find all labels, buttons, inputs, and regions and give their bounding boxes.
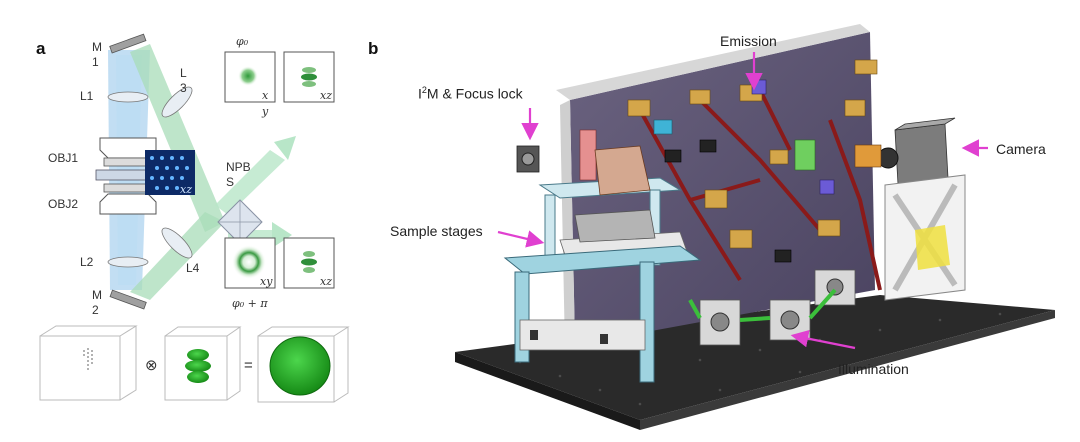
label-phase-bottom: φ₀ + π [232, 297, 268, 310]
mirror-m2 [109, 289, 147, 310]
label-inset-xy: xy [260, 275, 273, 288]
beamsplitter-cube [217, 199, 263, 245]
green-beam-upper [130, 44, 225, 232]
psf-inset-xz-bottom [283, 237, 335, 289]
camera-stand [884, 174, 966, 301]
convolution-box-3 [257, 326, 350, 403]
label-inset-xz-top: xz [320, 89, 332, 102]
output-beam-top [215, 150, 285, 215]
label-lens-l2: L2 [80, 255, 94, 269]
convolve-symbol: ⊗ [145, 357, 158, 374]
green-beam-lower [130, 212, 225, 300]
label-illumination: Illumination [838, 361, 909, 377]
arrow-sample-stages [497, 230, 545, 248]
label-inset-xz-bottom: xz [320, 275, 332, 288]
psf-inset-x [224, 51, 276, 103]
label-interference-xz: xz [180, 183, 192, 196]
sample-stage-frame [503, 145, 702, 383]
lens-l1 [107, 91, 149, 103]
lens-l2 [107, 256, 149, 268]
lens-l3 [161, 86, 193, 118]
arrow-illumination [790, 329, 856, 350]
illumination-modules [688, 269, 856, 346]
label-mirror-m1: M 1 [92, 40, 102, 69]
label-phase-top: φ₀ [236, 35, 249, 48]
interference-pattern-inset [145, 150, 195, 195]
label-camera: Camera [996, 141, 1046, 157]
label-inset-x: x [262, 89, 269, 102]
convolution-box-1 [39, 325, 138, 401]
label-objective-obj2: OBJ2 [48, 197, 79, 211]
optical-table [455, 295, 1055, 420]
panel-a-label: a [36, 39, 46, 58]
label-lens-l4: L4 [186, 261, 200, 275]
mirror-m1 [109, 33, 147, 54]
psf-inset-xz-top [283, 51, 335, 103]
label-sample-stages: Sample stages [390, 223, 483, 239]
objective-obj2 [99, 183, 157, 215]
label-inset-y: y [262, 105, 269, 118]
label-lens-l1: L1 [80, 89, 94, 103]
label-i2m-focus-lock: I2M & Focus lock [418, 85, 523, 102]
panel-b-rendering [455, 24, 1055, 430]
label-beamsplitter: NPB S [226, 160, 251, 189]
i2m-focus-lock-module [516, 145, 540, 173]
psf-inset-xy [224, 237, 276, 289]
equals-symbol: = [244, 357, 253, 374]
panel-b-label: b [368, 39, 379, 58]
panel-a-optics [39, 33, 350, 403]
label-lens-l3: L 3 [180, 66, 187, 95]
label-objective-obj1: OBJ1 [48, 151, 79, 165]
label-emission: Emission [720, 33, 777, 49]
optical-mounts [579, 59, 878, 263]
convolution-box-2 [164, 326, 242, 401]
label-mirror-m2: M 2 [92, 288, 102, 317]
lens-l4 [161, 227, 193, 259]
